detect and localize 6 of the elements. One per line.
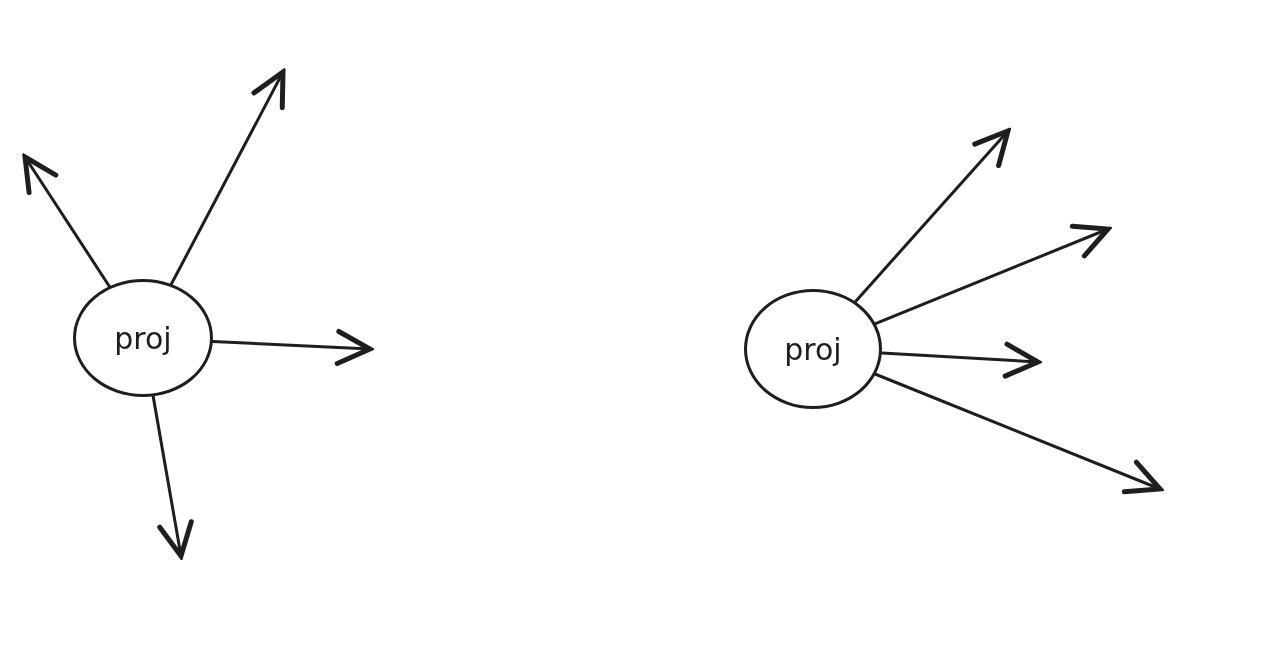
node-label: proj <box>114 320 172 356</box>
arrow <box>874 372 1163 495</box>
arrow <box>874 223 1111 326</box>
arrow <box>211 328 373 366</box>
node-label: proj <box>784 331 842 367</box>
arrow <box>880 341 1041 379</box>
